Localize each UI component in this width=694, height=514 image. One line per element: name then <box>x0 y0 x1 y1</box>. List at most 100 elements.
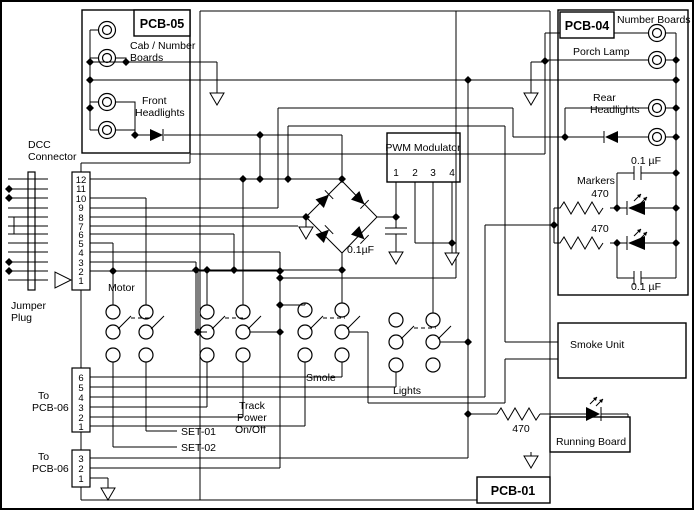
pcb04-box <box>557 9 689 296</box>
pcb04-title-box <box>559 11 615 39</box>
ground-2 <box>523 92 539 106</box>
running-board-resistor-value: 470 <box>512 423 530 435</box>
dcc-pin-10: 10 <box>76 194 87 205</box>
running-board-label: Running Board <box>556 436 626 448</box>
ground-6 <box>100 487 116 501</box>
pcb05-title: PCB-05 <box>140 17 185 31</box>
pcb06b-pin-numbers: 3 2 1 <box>78 454 83 485</box>
dcc-pin-1: 1 <box>78 276 83 287</box>
pcb06a-pin-3: 3 <box>78 403 83 414</box>
switch-contacts <box>105 302 441 373</box>
pcb06a-pin-1: 1 <box>78 422 83 433</box>
rear-headlights-label-2: Headlights <box>590 104 640 116</box>
track-power-label-1: Track <box>239 400 266 412</box>
pcb06a-connector-body <box>71 367 91 433</box>
motor-label: Motor <box>108 282 135 294</box>
bridge-diode-tl <box>315 189 334 208</box>
dcc-label-1: DCC <box>28 139 51 151</box>
pcb06b-connector-body <box>71 449 91 488</box>
jumper-plug-body <box>27 171 36 291</box>
pcb05-title-box <box>133 9 191 37</box>
diodes-leds <box>150 129 648 421</box>
running-board-resistor <box>496 407 541 421</box>
ground-4 <box>388 251 404 265</box>
connector-arrow-icon <box>54 271 73 289</box>
dcc-pin-9: 9 <box>78 203 83 214</box>
pcb06a-pin-numbers: 6 5 4 3 2 1 <box>78 373 83 433</box>
track-power-label-3: On/Off <box>235 424 266 436</box>
pcb06b-pin-1: 1 <box>78 474 83 485</box>
ground-symbols <box>100 92 539 501</box>
pcb06a-pin-2: 2 <box>78 413 83 424</box>
dcc-pin-2: 2 <box>78 267 83 278</box>
porch-lamp-label: Porch Lamp <box>573 46 630 58</box>
bridge-diode-bl <box>315 224 334 243</box>
pcb06b-pin-3: 3 <box>78 454 83 465</box>
pcb06b-name-label: PCB-06 <box>32 463 69 475</box>
rear-headlights-label-1: Rear <box>593 92 616 104</box>
bridge-diode-tr <box>351 191 370 210</box>
pcb01-box <box>476 476 551 504</box>
dcc-pin-5: 5 <box>78 239 83 250</box>
pwm-title: PWM Modulator <box>385 142 461 154</box>
resistors <box>496 201 604 421</box>
dcc-pin-3: 3 <box>78 258 83 269</box>
pcb06b-to-label: To <box>38 451 49 463</box>
pcb06a-to-label: To <box>38 390 49 402</box>
dcc-pin-7: 7 <box>78 222 83 233</box>
dcc-label-2: Connector <box>28 151 77 163</box>
marker-resistor-2-value: 470 <box>591 223 609 235</box>
jumper-plug-label-2: Plug <box>11 312 32 324</box>
dcc-pin-6: 6 <box>78 230 83 241</box>
dcc-pin-8: 8 <box>78 213 83 224</box>
ground-7 <box>523 455 539 469</box>
marker-resistor-2 <box>554 236 604 250</box>
pcb04-title: PCB-04 <box>565 19 610 33</box>
dcc-pin-12: 12 <box>76 175 87 186</box>
front-headlight-diode <box>150 129 164 141</box>
marker-resistor-1 <box>554 201 604 215</box>
switch-arms <box>117 315 452 340</box>
pwm-modulator-box <box>386 132 461 183</box>
marker-cap-top-value: 0.1 µF <box>631 155 661 167</box>
cab-number-label-2: Boards <box>130 52 163 64</box>
b ridge-rectifier <box>305 180 378 254</box>
pcb01-title: PCB-01 <box>491 484 536 498</box>
dcc-connector-body <box>71 171 91 291</box>
rear-headlight-diode <box>603 131 618 143</box>
set02-label: SET-02 <box>181 442 216 454</box>
jumper-plug-label-1: Jumper <box>11 300 47 312</box>
bridge-cap-value: 0.1µF <box>347 244 374 256</box>
smoke-unit-label: Smoke Unit <box>570 339 624 351</box>
bridge-diode-br <box>351 226 370 245</box>
smoke-unit-box <box>557 322 687 379</box>
dcc-pin-4: 4 <box>78 248 83 259</box>
ground-5 <box>444 252 460 266</box>
lights-label: Lights <box>393 385 421 397</box>
running-board-led <box>586 396 604 421</box>
ground-3 <box>298 226 314 240</box>
lamps <box>97 20 667 147</box>
marker-resistor-1-value: 470 <box>591 188 609 200</box>
dcc-pin-11: 11 <box>76 184 86 195</box>
marker-led-2 <box>626 228 648 250</box>
pcb06a-name-label: PCB-06 <box>32 402 69 414</box>
front-headlights-label-2: Headlights <box>135 107 185 119</box>
pcb06a-pin-6: 6 <box>78 373 83 384</box>
smole-label: Smole <box>306 372 336 384</box>
cab-number-label-1: Cab / Number <box>130 40 196 52</box>
pwm-pin-1: 1 <box>393 168 399 179</box>
front-headlights-label-1: Front <box>142 95 167 107</box>
wires <box>8 10 677 501</box>
set01-label: SET-01 <box>181 426 216 438</box>
track-power-label-2: Power <box>237 412 267 424</box>
pwm-pin-3: 3 <box>430 168 436 179</box>
pcb06b-pin-2: 2 <box>78 464 83 475</box>
pcb06a-pin-5: 5 <box>78 383 83 394</box>
marker-cap-bottom-value: 0.1 µF <box>631 281 661 293</box>
pcb06a-pin-4: 4 <box>78 393 83 404</box>
markers-label: Markers <box>577 175 615 187</box>
